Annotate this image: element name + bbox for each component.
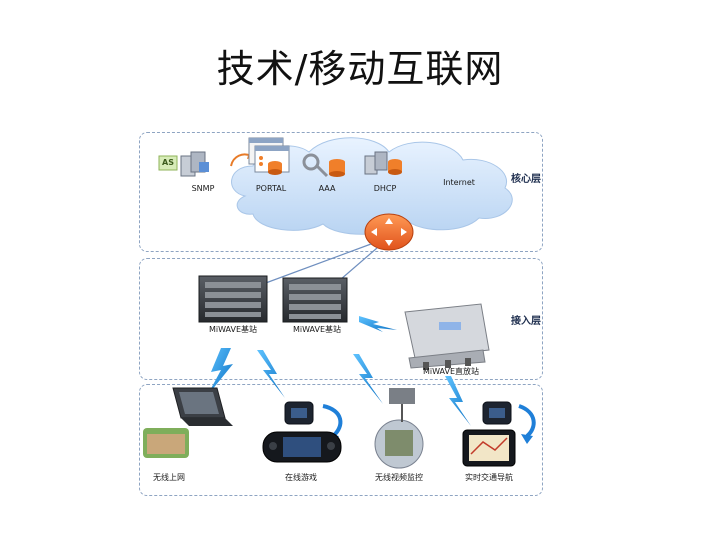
core-layer-label: 核心层: [511, 174, 541, 185]
router-link-1: [262, 243, 372, 285]
surveillance-camera-icon: [374, 388, 424, 469]
aaa-label: AAA: [318, 184, 336, 193]
repeater-label: MiWAVE直放站: [422, 367, 480, 376]
portal-label: PORTAL: [255, 184, 287, 193]
bolt-to-camera: [353, 354, 383, 404]
network-diagram: AS SNMP PORTAL AAA DHCP Internet 核心层 接入层…: [133, 126, 549, 498]
base-station-1-label: MiWAVE基站: [208, 325, 258, 334]
dhcp-label: DHCP: [373, 184, 397, 193]
online-game-label: 在线游戏: [285, 473, 317, 482]
base-station-2-label: MiWAVE基站: [292, 325, 342, 334]
navigation-device-icon: [462, 401, 536, 467]
snmp-label: SNMP: [191, 184, 215, 193]
as-badge-label: AS: [162, 158, 174, 167]
laptop-icon: [143, 387, 233, 458]
base-station-2-icon: [282, 277, 348, 323]
base-station-1-icon: [198, 275, 268, 323]
navigation-label: 实时交通导航: [465, 473, 513, 482]
repeater-icon: [404, 303, 490, 370]
page-title: 技术/移动互联网: [216, 47, 504, 91]
diagram-graphics: [143, 137, 536, 469]
snmp-server-icon: [180, 151, 209, 177]
internet-label: Internet: [443, 178, 475, 187]
wireless-link-bolt: [359, 316, 397, 332]
bolt-to-navigation: [445, 376, 471, 426]
portal-window-icon: [248, 137, 290, 175]
aaa-key-icon: [302, 153, 345, 178]
dhcp-server-icon: [364, 151, 402, 175]
access-layer-label: 接入层: [511, 316, 541, 327]
router-icon: [364, 213, 414, 251]
video-monitor-label: 无线视频监控: [375, 473, 423, 482]
as-badge-icon: [158, 155, 178, 171]
cloud-icon: [231, 137, 513, 235]
bolt-to-laptop: [207, 348, 233, 396]
game-console-icon: [262, 401, 343, 463]
wireless-web-label: 无线上网: [153, 473, 185, 482]
bolt-to-game: [257, 350, 285, 398]
